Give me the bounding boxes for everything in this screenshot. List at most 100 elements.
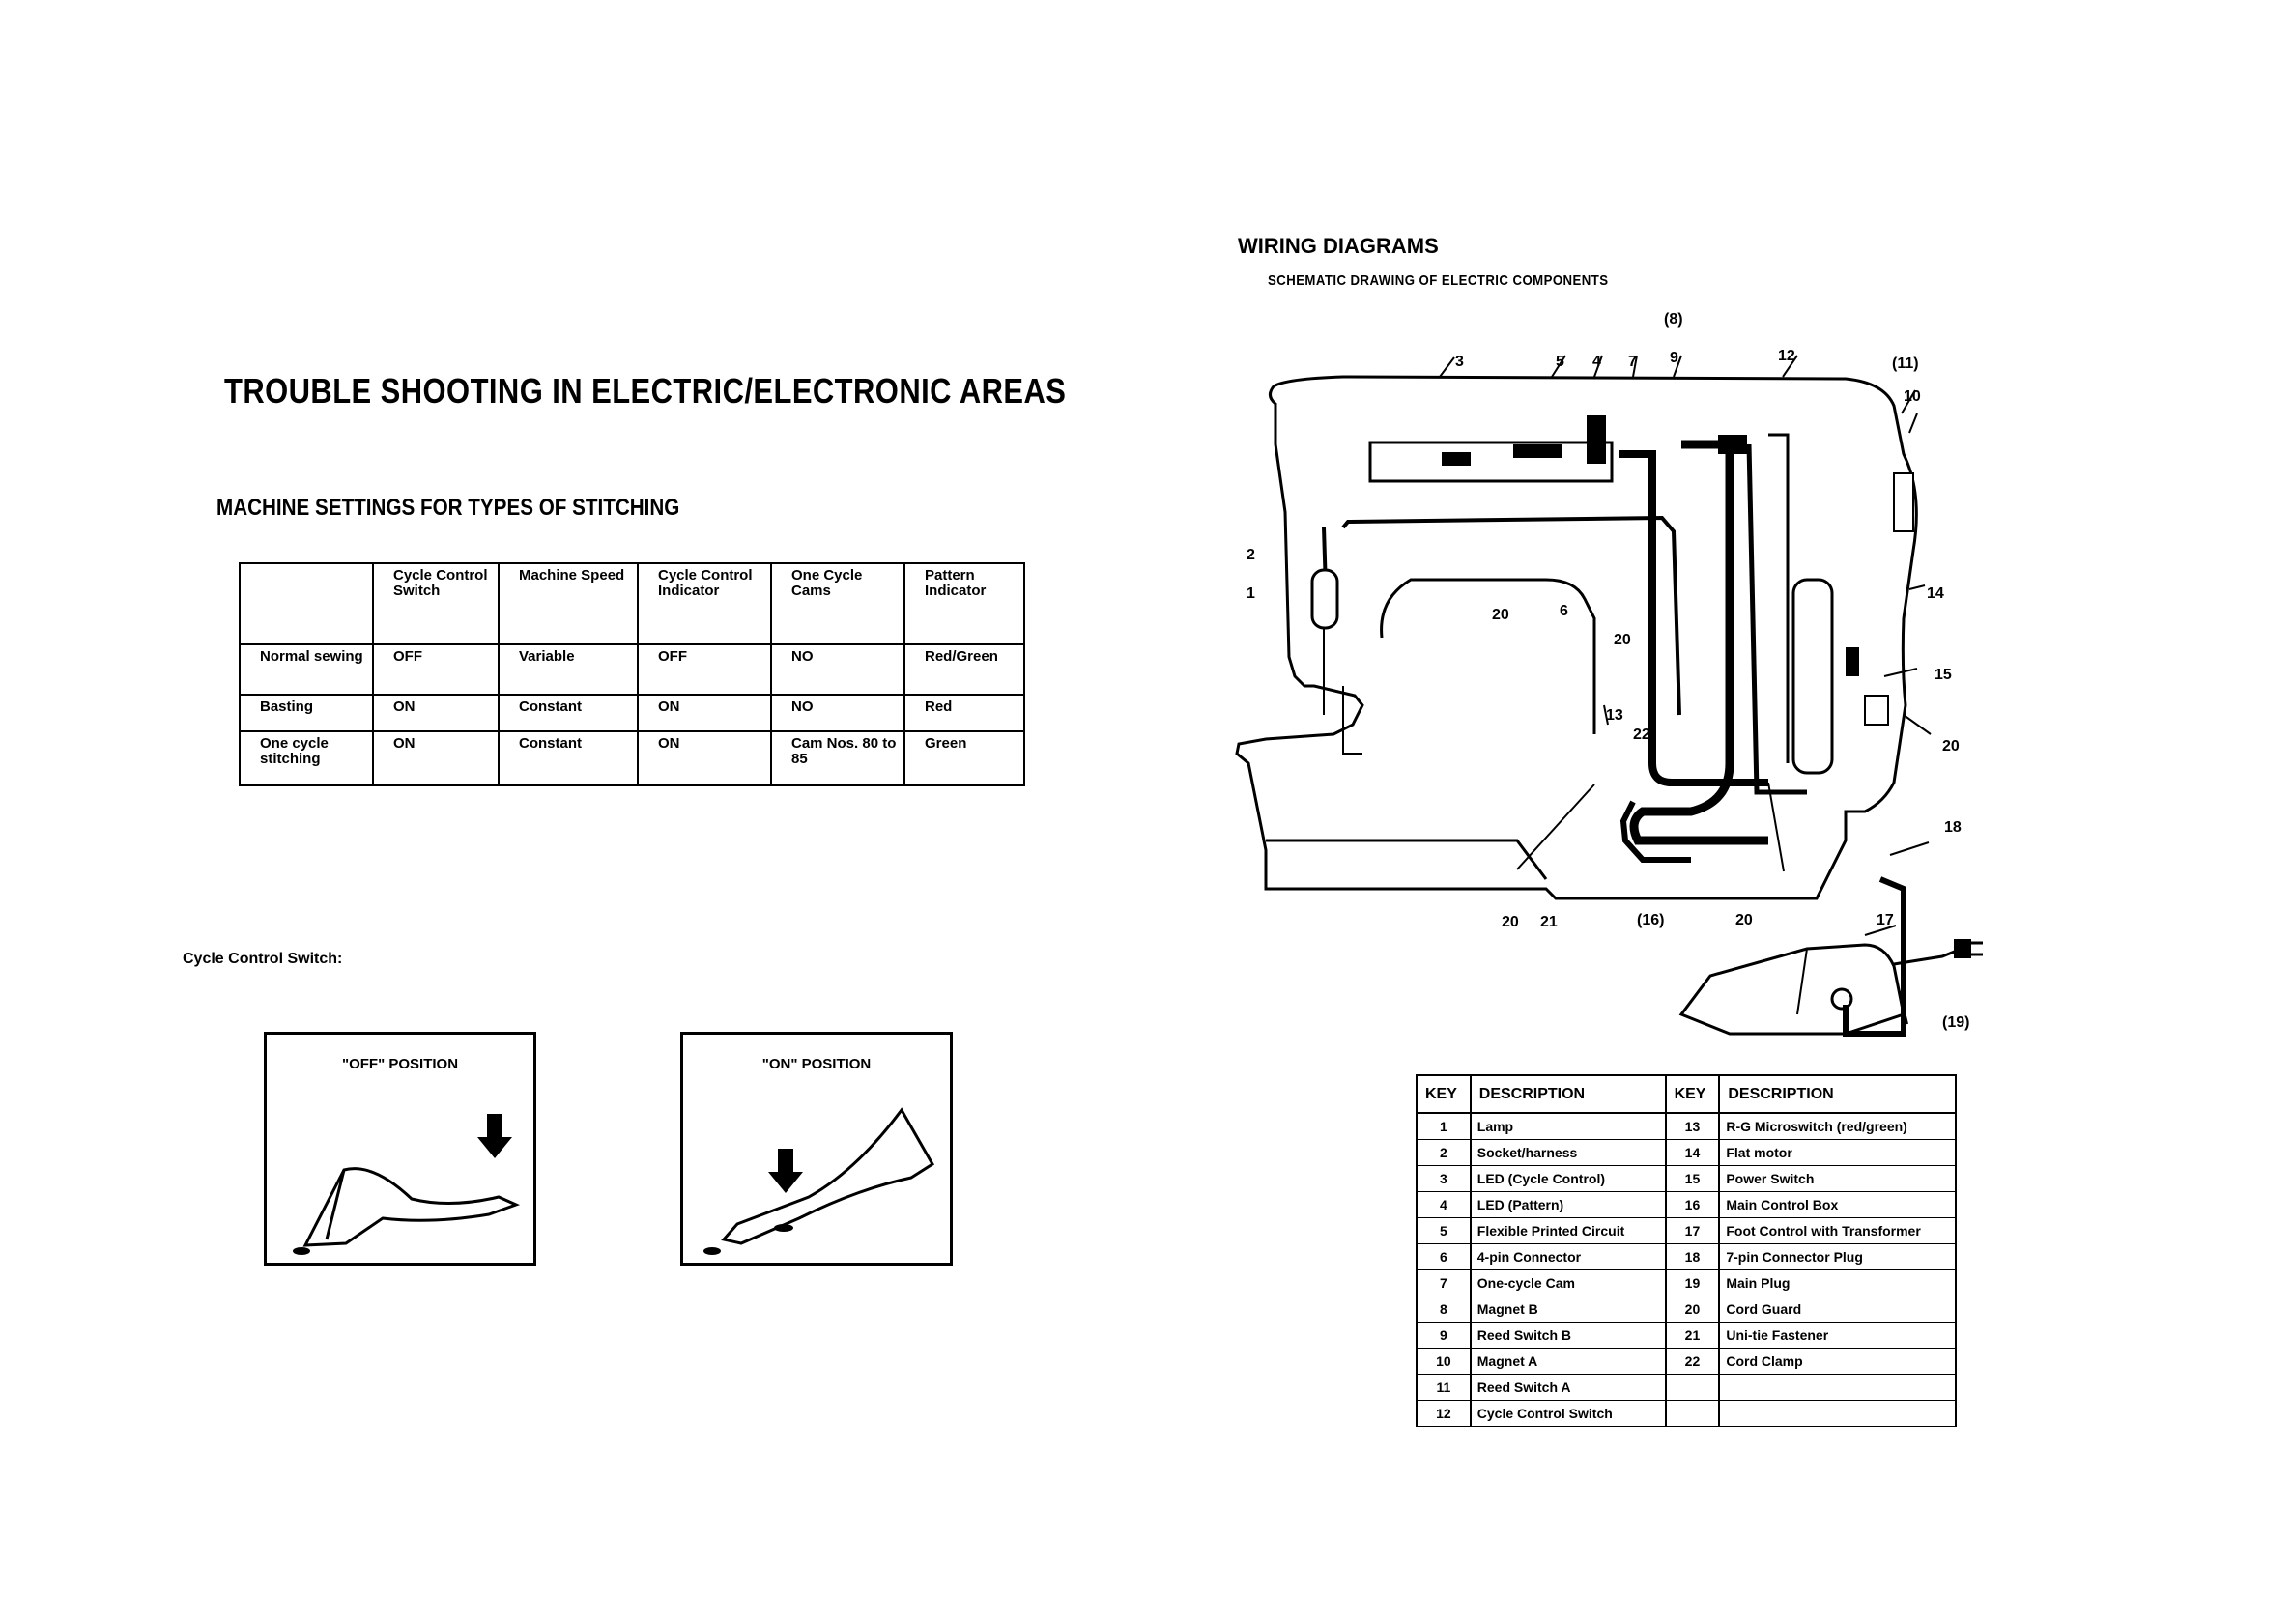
key-description: One-cycle Cam xyxy=(1469,1269,1667,1296)
table-header-cell xyxy=(239,562,374,645)
key-number: 17 xyxy=(1664,1217,1721,1244)
key-table-header: KEY DESCRIPTION KEY DESCRIPTION xyxy=(1416,1074,1957,1114)
off-position-caption: "OFF" POSITION xyxy=(341,1056,459,1072)
key-number: 22 xyxy=(1664,1348,1721,1375)
down-arrow-icon xyxy=(768,1149,803,1193)
table-cell: NO xyxy=(770,643,905,696)
key-description: Socket/harness xyxy=(1469,1139,1667,1166)
table-header-cell: Pattern Indicator xyxy=(903,562,1025,645)
off-position-figure: "OFF" POSITION xyxy=(264,1032,536,1266)
key-description: Main Plug xyxy=(1718,1269,1957,1296)
switch-off-illustration xyxy=(293,1114,521,1255)
key-description: Foot Control with Transformer xyxy=(1718,1217,1957,1244)
key-description xyxy=(1718,1374,1957,1401)
key-number: 10 xyxy=(1416,1348,1472,1375)
on-position-caption: "ON" POSITION xyxy=(761,1056,872,1072)
table-header-cell: Cycle Control Indicator xyxy=(637,562,772,645)
key-description: Uni-tie Fastener xyxy=(1718,1322,1957,1349)
table-cell: Cam Nos. 80 to 85 xyxy=(770,730,905,786)
key-number: 9 xyxy=(1416,1322,1472,1349)
table-row: Normal sewing OFF Variable OFF NO Red/Gr… xyxy=(239,643,1025,696)
key-number: 2 xyxy=(1416,1139,1472,1166)
key-number: 4 xyxy=(1416,1191,1472,1218)
key-description: Flexible Printed Circuit xyxy=(1469,1217,1667,1244)
table-cell: ON xyxy=(372,694,500,732)
table-header-row: Cycle Control Switch Machine Speed Cycle… xyxy=(239,562,1025,645)
flexible-circuit-board xyxy=(1368,441,1614,483)
key-number: 3 xyxy=(1416,1165,1472,1192)
foot-control-shape xyxy=(1678,943,1906,1036)
callout-label: 1 xyxy=(1247,585,1255,602)
description-header: DESCRIPTION xyxy=(1469,1074,1667,1114)
key-number: 18 xyxy=(1664,1243,1721,1270)
callout-label: 12 xyxy=(1778,348,1795,364)
callout-label: 20 xyxy=(1614,632,1631,648)
key-number: 1 xyxy=(1416,1113,1472,1140)
flat-motor-shape xyxy=(1791,578,1834,775)
table-cell: Green xyxy=(903,730,1025,786)
key-number: 6 xyxy=(1416,1243,1472,1270)
key-number: 5 xyxy=(1416,1217,1472,1244)
key-description: Magnet B xyxy=(1469,1296,1667,1323)
table-cell: Constant xyxy=(498,694,639,732)
key-description: Cord Guard xyxy=(1718,1296,1957,1323)
callout-label: 2 xyxy=(1247,547,1255,563)
key-description: Cord Clamp xyxy=(1718,1348,1957,1375)
key-number xyxy=(1664,1374,1721,1401)
callout-label: 15 xyxy=(1935,667,1952,683)
key-number: 14 xyxy=(1664,1139,1721,1166)
key-number: 8 xyxy=(1416,1296,1472,1323)
callout-label: 22 xyxy=(1633,727,1650,743)
callout-label: 21 xyxy=(1540,914,1558,930)
key-number: 13 xyxy=(1664,1113,1721,1140)
callout-label: 20 xyxy=(1492,607,1509,623)
callout-label: (11) xyxy=(1892,356,1919,372)
key-description: LED (Pattern) xyxy=(1469,1191,1667,1218)
key-number xyxy=(1664,1400,1721,1427)
key-number: 7 xyxy=(1416,1269,1472,1296)
table-cell: ON xyxy=(637,730,772,786)
machine-body-outline xyxy=(1235,375,1918,900)
table-cell: OFF xyxy=(637,643,772,696)
table-cell: ON xyxy=(372,730,500,786)
table-cell: Red xyxy=(903,694,1025,732)
key-description: Reed Switch B xyxy=(1469,1322,1667,1349)
table-cell: Red/Green xyxy=(903,643,1025,696)
sewing-machine-schematic xyxy=(1235,355,1983,1037)
on-position-figure: "ON" POSITION xyxy=(680,1032,953,1266)
callout-label: 5 xyxy=(1556,354,1564,370)
table-cell: ON xyxy=(637,694,772,732)
settings-table: Cycle Control Switch Machine Speed Cycle… xyxy=(239,562,1025,786)
callout-label: 9 xyxy=(1670,350,1678,366)
key-header: KEY xyxy=(1416,1074,1472,1114)
settings-heading: MACHINE SETTINGS FOR TYPES OF STITCHING xyxy=(216,495,680,521)
table-cell: Constant xyxy=(498,730,639,786)
table-row: One cycle stitching ON Constant ON Cam N… xyxy=(239,730,1025,786)
table-cell: One cycle stitching xyxy=(239,730,374,786)
table-cell: Variable xyxy=(498,643,639,696)
key-header: KEY xyxy=(1664,1074,1721,1114)
callout-label: 17 xyxy=(1877,912,1894,928)
key-number: 19 xyxy=(1664,1269,1721,1296)
table-header-cell: One Cycle Cams xyxy=(770,562,905,645)
callout-label: 13 xyxy=(1606,707,1623,724)
callout-label: 3 xyxy=(1455,354,1464,370)
key-description: 7-pin Connector Plug xyxy=(1718,1243,1957,1270)
table-header-cell: Cycle Control Switch xyxy=(372,562,500,645)
callout-label: 18 xyxy=(1944,819,1962,836)
key-description: Reed Switch A xyxy=(1469,1374,1667,1401)
switch-on-illustration xyxy=(703,1107,935,1255)
key-number: 20 xyxy=(1664,1296,1721,1323)
key-description xyxy=(1718,1400,1957,1427)
callout-label: 4 xyxy=(1592,354,1601,370)
wiring-diagrams-title: WIRING DIAGRAMS xyxy=(1238,234,1439,258)
page-title: TROUBLE SHOOTING IN ELECTRIC/ELECTRONIC … xyxy=(224,371,1067,411)
callout-label: (16) xyxy=(1637,912,1665,928)
